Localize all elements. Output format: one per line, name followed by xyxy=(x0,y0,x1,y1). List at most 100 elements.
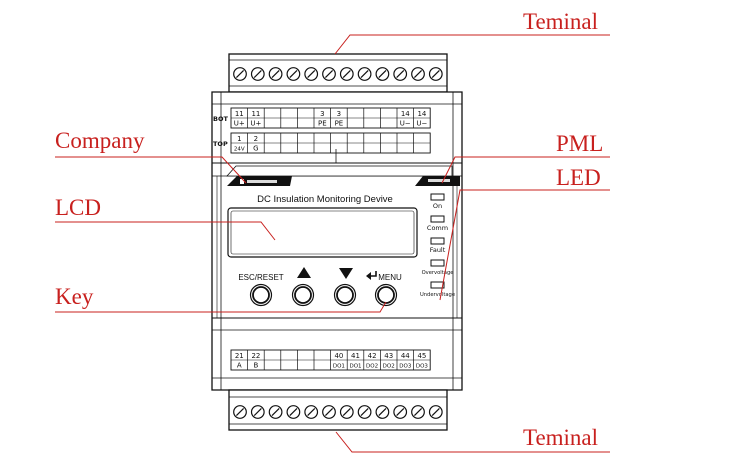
keypad: ESC/RESET MENU xyxy=(238,267,402,307)
bottom-terminal-screw xyxy=(375,405,390,419)
top-terminal-screw xyxy=(393,67,408,81)
top-terminal-screw xyxy=(375,67,390,81)
key-leader xyxy=(55,301,387,313)
bottom-terminal-signal: DO2 xyxy=(366,364,378,370)
terminal-bottom-callout: Teminal xyxy=(523,425,599,450)
bottom-terminal-screw xyxy=(268,405,283,419)
top-terminal-screw xyxy=(357,67,372,81)
led-label: On xyxy=(433,202,442,210)
bottom-terminal-screw xyxy=(233,405,247,419)
enter-icon xyxy=(366,271,377,280)
bot-terminal-signal: PE xyxy=(318,120,327,128)
top-terminal-screw xyxy=(233,67,247,81)
led-leader xyxy=(439,189,610,301)
top-terminal-screw xyxy=(268,67,283,81)
top-terminal-signal: G xyxy=(253,145,258,153)
lcd-callout: LCD xyxy=(55,195,101,220)
bottom-terminal-screw xyxy=(428,405,443,419)
terminal-bottom-leader xyxy=(335,431,610,453)
top-terminal-signal: 24V xyxy=(234,147,245,153)
bottom-terminal-screw xyxy=(286,405,301,419)
top-terminal-screw xyxy=(411,67,425,81)
bottom-terminal-number: 45 xyxy=(417,352,426,360)
bot-terminal-number: 14 xyxy=(417,110,426,118)
bottom-terminal-signal: DO3 xyxy=(399,364,412,370)
bot-terminal-number: 11 xyxy=(251,110,260,118)
bottom-terminal-number: 21 xyxy=(235,352,244,360)
bottom-terminal-signal: DO1 xyxy=(349,364,361,370)
top-terminal-screw xyxy=(339,67,354,81)
company-logo xyxy=(240,179,277,184)
bottom-terminal-number: 43 xyxy=(384,352,393,360)
led-label: Comm xyxy=(427,224,448,232)
lcd-display xyxy=(227,207,418,258)
bot-terminal-number: 3 xyxy=(320,110,324,118)
bot-terminal-signal: U+ xyxy=(234,120,245,128)
company-callout: Company xyxy=(55,128,145,153)
esc-reset-button[interactable] xyxy=(249,283,273,307)
bot-terminal-number: 11 xyxy=(235,110,244,118)
callout-leaders xyxy=(55,34,610,453)
bottom-terminal-signal: A xyxy=(237,362,242,370)
led-indicator xyxy=(430,237,445,245)
bot-row-label: BOT xyxy=(213,115,228,123)
up-arrow-icon xyxy=(297,267,311,278)
bot-terminal-signal: U+ xyxy=(250,120,261,128)
bottom-terminal-screw xyxy=(393,405,408,419)
bot-terminal-signal: U− xyxy=(416,120,427,128)
bottom-terminal-number: 44 xyxy=(401,352,410,360)
pml-leader xyxy=(441,156,610,184)
device-title: DC Insulation Monitoring Devive xyxy=(257,194,393,205)
bottom-terminal-screw xyxy=(339,405,354,419)
top-terminal-number: 2 xyxy=(254,135,258,143)
led-callout: LED xyxy=(556,165,601,190)
led-indicator xyxy=(430,215,445,223)
bottom-terminal-number: 40 xyxy=(334,352,343,360)
esc-reset-key-label: ESC/RESET xyxy=(238,273,283,282)
bottom-terminal-screw xyxy=(250,405,265,419)
bottom-terminal-screw xyxy=(322,405,336,419)
lcd-leader xyxy=(55,221,276,241)
down-arrow-icon xyxy=(339,268,353,279)
led-indicator xyxy=(430,281,445,289)
bottom-terminal-screw xyxy=(411,405,425,419)
bottom-terminal-number: 41 xyxy=(351,352,360,360)
bottom-terminal-screw xyxy=(357,405,372,419)
terminal-top-callout: Teminal xyxy=(523,9,599,34)
top-terminal-screw xyxy=(322,67,336,81)
led-indicator xyxy=(430,193,445,201)
terminal-top-leader xyxy=(334,34,610,55)
led-label: Undervoltage xyxy=(420,292,455,298)
bottom-terminal-number: 42 xyxy=(368,352,377,360)
bottom-terminal-screw xyxy=(304,405,319,419)
top-terminal-screw xyxy=(304,67,319,81)
up-button[interactable] xyxy=(291,283,315,307)
key-callout: Key xyxy=(55,284,94,309)
led-label: Overvoltage xyxy=(422,270,454,276)
down-button[interactable] xyxy=(333,283,357,307)
front-header-stripe xyxy=(226,165,460,186)
top-terminal-screw xyxy=(428,67,443,81)
led-label: Fault xyxy=(430,246,446,254)
bottom-terminal-number: 22 xyxy=(251,352,260,360)
menu-key-label: MENU xyxy=(378,273,402,282)
bot-terminal-number: 3 xyxy=(337,110,341,118)
bot-terminal-signal: U− xyxy=(400,120,411,128)
top-row-label: TOP xyxy=(213,140,228,148)
company-leader xyxy=(55,156,247,184)
menu-enter-button[interactable] xyxy=(374,283,398,307)
bottom-terminal-block xyxy=(228,389,448,431)
pml-callout: PML xyxy=(556,131,604,156)
bottom-terminal-signal: B xyxy=(253,362,258,370)
led-indicator xyxy=(430,259,445,267)
bottom-terminal-signal: DO1 xyxy=(333,364,345,370)
bottom-terminal-signal: DO3 xyxy=(416,364,429,370)
bot-terminal-number: 14 xyxy=(401,110,410,118)
bottom-terminal-signal: DO2 xyxy=(383,364,395,370)
pml-logo xyxy=(428,179,450,182)
